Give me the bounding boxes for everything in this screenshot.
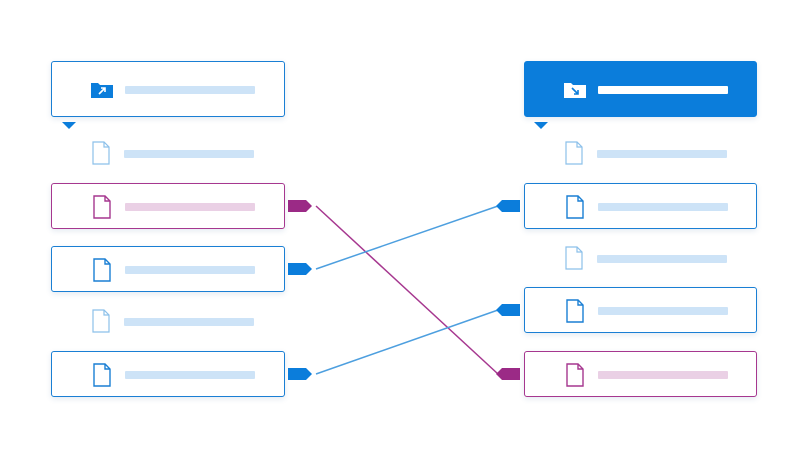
file-icon — [93, 363, 111, 387]
left-row-2-label-bar — [125, 203, 255, 211]
file-icon — [565, 141, 583, 165]
file-icon — [93, 195, 111, 219]
folder-export-icon — [91, 83, 113, 98]
file-icon — [92, 309, 110, 333]
connector-right-row-5[interactable] — [496, 368, 520, 380]
connection-line-blue-1 — [315, 205, 499, 270]
connector-left-row-2[interactable] — [288, 200, 312, 212]
right-row-5[interactable] — [524, 351, 757, 397]
connector-right-row-2[interactable] — [496, 200, 520, 212]
folder-import-icon — [564, 83, 586, 98]
right-row-2-label-bar — [598, 203, 728, 211]
file-icon — [93, 258, 111, 282]
left-row-5[interactable] — [51, 351, 285, 397]
connector-left-row-5[interactable] — [288, 368, 312, 380]
file-icon — [566, 195, 584, 219]
file-icon — [565, 246, 583, 270]
right-row-2[interactable] — [524, 183, 757, 229]
right-row-1-label-bar — [597, 150, 727, 158]
left-header-label-bar — [125, 86, 255, 94]
left-row-4-label-bar — [124, 318, 254, 326]
right-row-5-label-bar — [598, 371, 728, 379]
connection-line-purple — [315, 205, 499, 375]
left-row-1-label-bar — [124, 150, 254, 158]
file-icon — [566, 299, 584, 323]
right-header-label-bar — [598, 86, 728, 94]
left-header-caret — [62, 122, 76, 129]
connector-left-row-3[interactable] — [288, 263, 312, 275]
left-row-2[interactable] — [51, 183, 285, 229]
file-icon — [566, 363, 584, 387]
right-row-1[interactable] — [524, 138, 757, 170]
file-icon — [92, 141, 110, 165]
left-row-3-label-bar — [125, 266, 255, 274]
right-row-4-label-bar — [598, 307, 728, 315]
left-row-3[interactable] — [51, 246, 285, 292]
left-row-4[interactable] — [51, 306, 285, 338]
connector-right-row-4[interactable] — [496, 304, 520, 316]
right-header-card[interactable] — [524, 61, 757, 117]
right-row-3-label-bar — [597, 255, 727, 263]
left-header-card[interactable] — [51, 61, 285, 117]
right-row-3[interactable] — [524, 243, 757, 275]
left-row-5-label-bar — [125, 371, 255, 379]
left-row-1[interactable] — [51, 138, 285, 170]
connection-line-blue-2 — [315, 309, 499, 375]
right-header-caret — [534, 122, 548, 129]
right-row-4[interactable] — [524, 287, 757, 333]
